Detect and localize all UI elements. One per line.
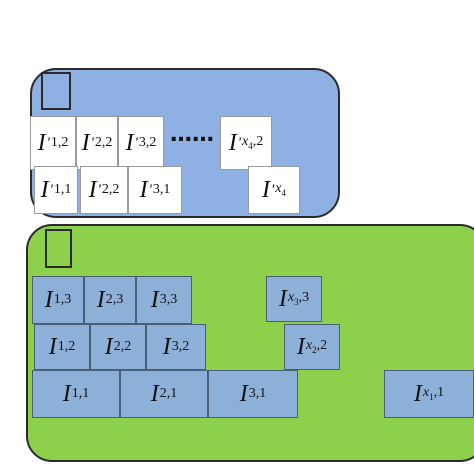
top-tile-2-2-lower: I'2,2: [80, 166, 128, 214]
top-tile-3-1: I'3,1: [128, 166, 182, 214]
tile-symbol: I: [125, 130, 134, 156]
top-tile-x4: I'x4: [248, 166, 300, 214]
top-group-marker-square: [41, 72, 71, 110]
tile-symbol: I: [37, 130, 46, 156]
top-tile-1-2: I'1,2: [30, 116, 76, 170]
top-tile-1-1: I'1,1: [34, 166, 78, 214]
ellipsis: ……: [170, 122, 214, 147]
top-tile-2-2: I'2,2: [76, 116, 118, 170]
tile-symbol: I: [81, 130, 90, 156]
top-tile-3-2: I'3,2: [118, 116, 164, 170]
top-tile-x4-2: I'x4,2: [220, 116, 272, 170]
bottom-group-marker-square: [45, 229, 72, 268]
